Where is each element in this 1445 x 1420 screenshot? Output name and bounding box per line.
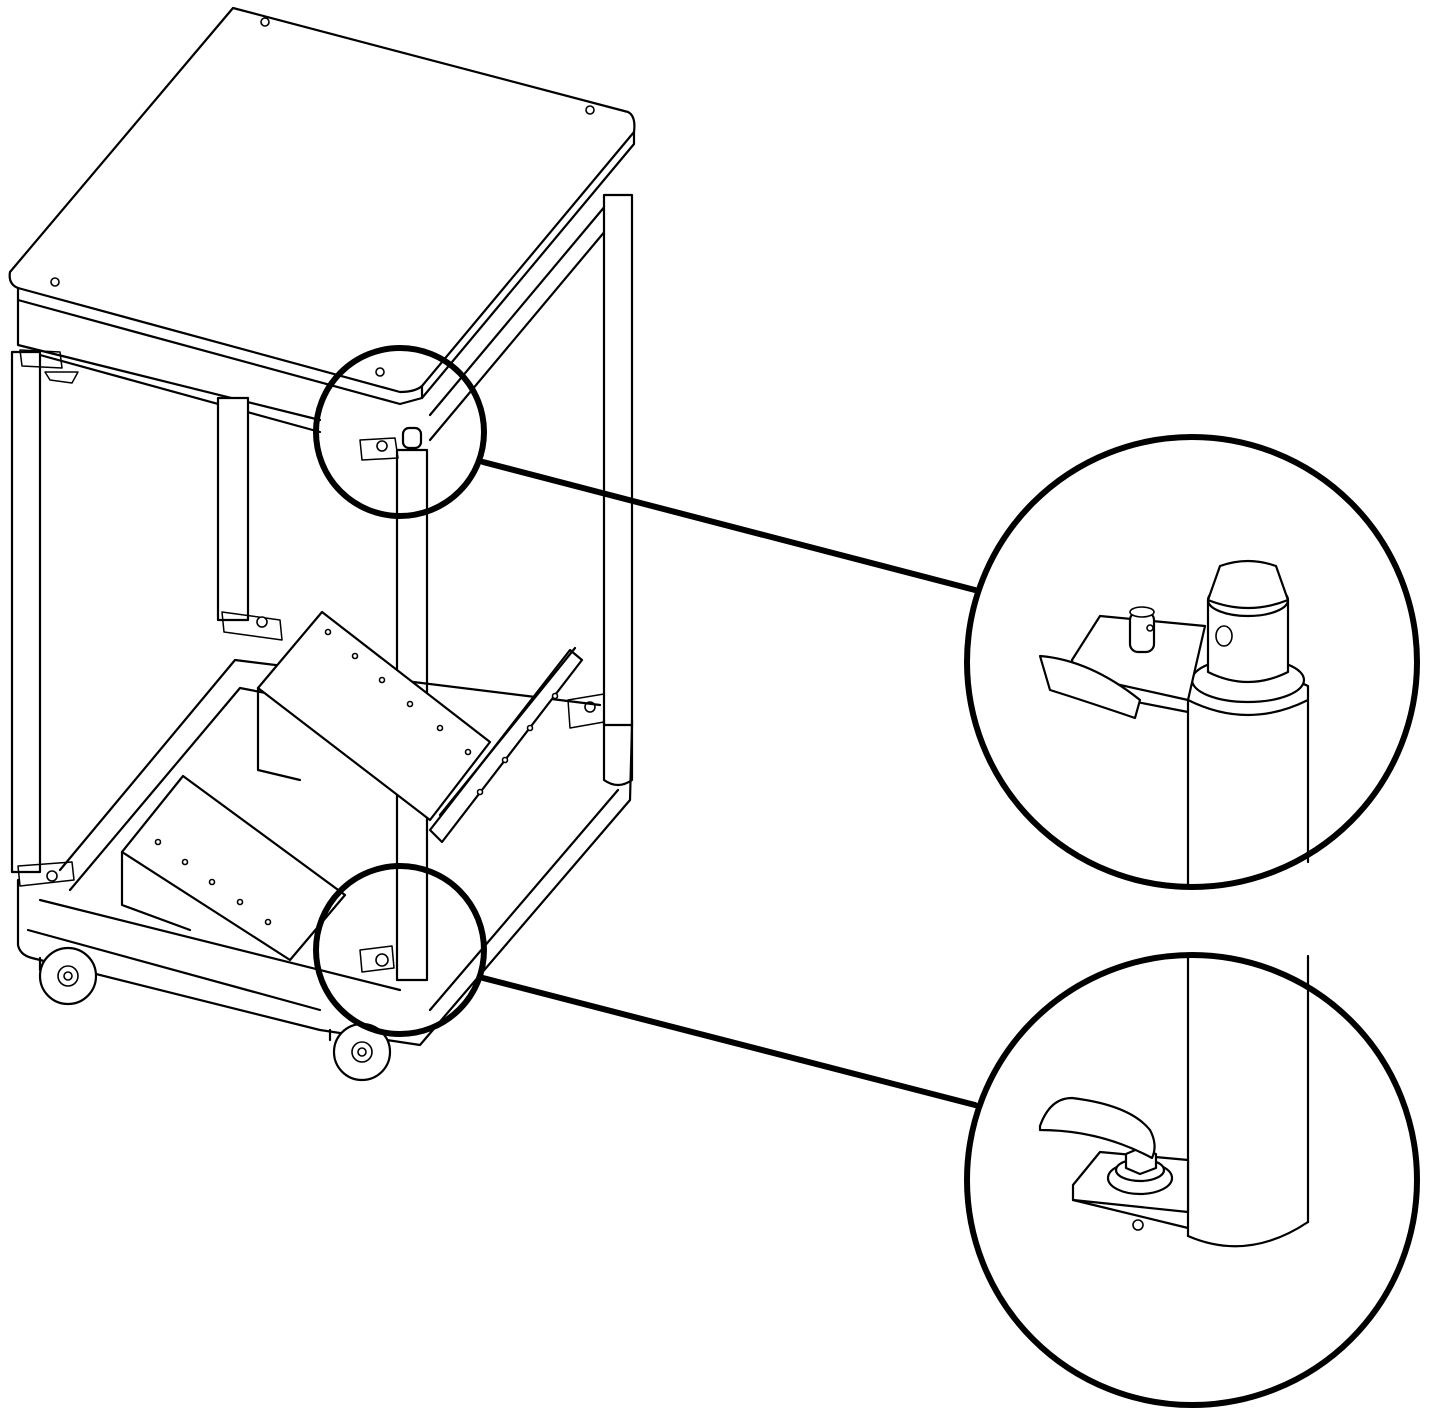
leg-back-right	[602, 193, 634, 787]
callout-circle-lower-small	[313, 863, 487, 1037]
caster-wheel-right	[328, 1022, 392, 1082]
side-panel-angled	[428, 646, 584, 844]
callout-upper-joint	[313, 345, 1420, 890]
callout-lower-joint	[313, 863, 1420, 1408]
leader-line-lower	[480, 975, 978, 1108]
caster-wheel-left	[38, 946, 98, 1006]
shelf-panel-lower	[120, 774, 347, 962]
leg-front-left	[10, 350, 42, 874]
shelf-panel-upper	[256, 610, 492, 822]
leader-line-upper	[480, 459, 978, 593]
leg-back-left	[216, 396, 250, 622]
detail-pin-bracket	[1038, 559, 1310, 888]
callout-circle-upper-small	[313, 345, 487, 519]
cart-stand	[8, 6, 636, 1082]
callout-circle-lower-large	[964, 952, 1420, 1408]
top-panel	[8, 6, 636, 406]
callout-circle-upper-large	[964, 434, 1420, 890]
detail-bolt-bracket	[1038, 954, 1310, 1248]
